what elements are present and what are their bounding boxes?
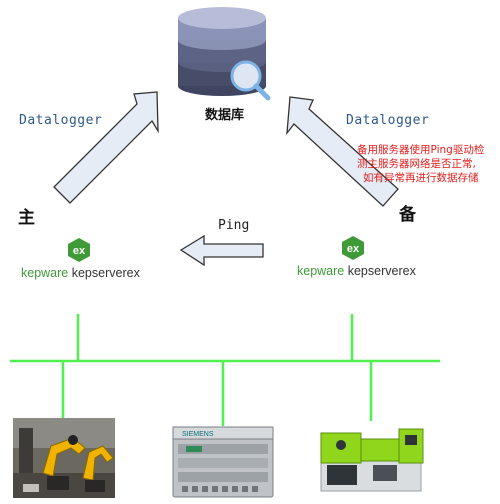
robot-arm-image [13, 418, 115, 498]
backup-label: 备 [399, 205, 416, 225]
database-label: 数据库 [205, 108, 245, 123]
primary-datalogger-arrow [53, 91, 159, 204]
primary-kepware-badge-icon: ex [66, 237, 92, 263]
backup-kepware-badge-icon: ex [340, 235, 366, 261]
failover-note: 备用服务器使用Ping驱动检 测主服务器网络是否正常, 如有异常再进行数据存储 [357, 143, 497, 185]
plc-image: SIEMENS [172, 426, 274, 498]
svg-text:ex: ex [347, 243, 360, 255]
backup-product: kepserverex [347, 264, 416, 278]
backup-kepware-logo: kepware kepserverex [297, 264, 416, 278]
backup-datalogger-arrow [286, 96, 399, 207]
backup-datalogger-label: Datalogger [346, 113, 430, 128]
backup-brand: kepware [297, 264, 345, 278]
primary-kepware-logo: kepware kepserverex [21, 266, 140, 280]
primary-datalogger-label: Datalogger [19, 113, 103, 128]
svg-text:ex: ex [73, 245, 86, 257]
primary-product: kepserverex [71, 266, 140, 280]
svg-text:SIEMENS: SIEMENS [182, 431, 214, 438]
database-icon [176, 4, 272, 104]
ping-arrow [179, 234, 264, 267]
network-lines [10, 314, 440, 426]
injection-machine-image [317, 421, 427, 495]
ping-label: Ping [218, 218, 250, 233]
note-line-1: 备用服务器使用Ping驱动检 [357, 144, 485, 156]
note-line-2: 测主服务器网络是否正常, [357, 158, 476, 170]
note-line-3: 如有异常再进行数据存储 [363, 172, 479, 184]
primary-label: 主 [18, 208, 35, 228]
primary-brand: kepware [21, 266, 69, 280]
